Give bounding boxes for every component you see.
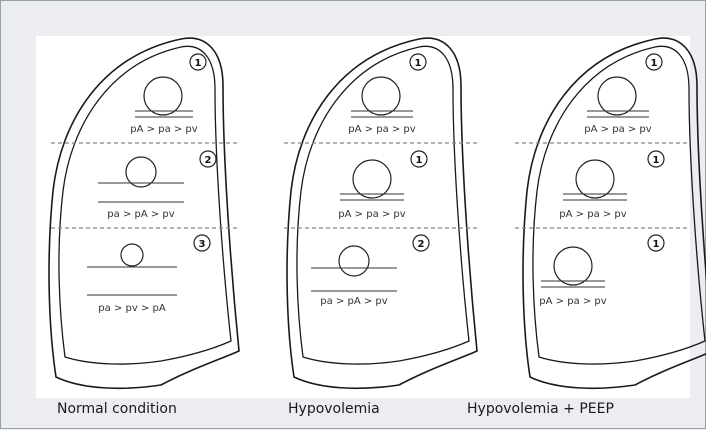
pressure-formula: pA > pa > pv	[584, 124, 651, 135]
pressure-formula: pa > pA > pv	[107, 209, 174, 220]
caption-hypovolemia-peep: Hypovolemia + PEEP	[467, 401, 614, 417]
capillary-vessel	[576, 160, 614, 198]
zone-number: 2	[205, 155, 212, 166]
pressure-formula: pA > pa > pv	[338, 209, 405, 220]
capillary-vessel	[144, 77, 182, 115]
capillary-vessel	[121, 244, 143, 266]
zone-number: 2	[418, 239, 425, 250]
zone-number: 1	[653, 155, 660, 166]
pressure-formula: pA > pa > pv	[559, 209, 626, 220]
capillary-vessel	[598, 77, 636, 115]
capillary-vessel	[353, 160, 391, 198]
caption-normal-condition: Normal condition	[57, 401, 177, 417]
zone-number: 1	[416, 155, 423, 166]
capillary-vessel	[339, 246, 369, 276]
capillary-vessel	[554, 247, 592, 285]
zone-number: 1	[651, 58, 658, 69]
lung-diagram-normal: 1 pA > pa > pv 2 pa > pA > pv 3 pa > pv …	[49, 38, 239, 388]
zone-number: 1	[195, 58, 202, 69]
pressure-formula: pA > pa > pv	[348, 124, 415, 135]
capillary-vessel	[362, 77, 400, 115]
pressure-formula: pA > pa > pv	[130, 124, 197, 135]
zone-number: 1	[653, 239, 660, 250]
zone-number: 3	[199, 239, 206, 250]
pressure-formula: pA > pa > pv	[539, 296, 606, 307]
pressure-formula: pa > pv > pA	[98, 303, 166, 314]
lung-diagram-hypovolemia-peep: 1 pA > pa > pv 1 pA > pa > pv 1 pA > pa …	[515, 38, 706, 388]
lung-diagram-hypovolemia: 1 pA > pa > pv 1 pA > pa > pv 2 pa > pA …	[284, 38, 477, 388]
zone-number: 1	[415, 58, 422, 69]
pressure-formula: pa > pA > pv	[320, 296, 387, 307]
caption-hypovolemia: Hypovolemia	[288, 401, 380, 417]
